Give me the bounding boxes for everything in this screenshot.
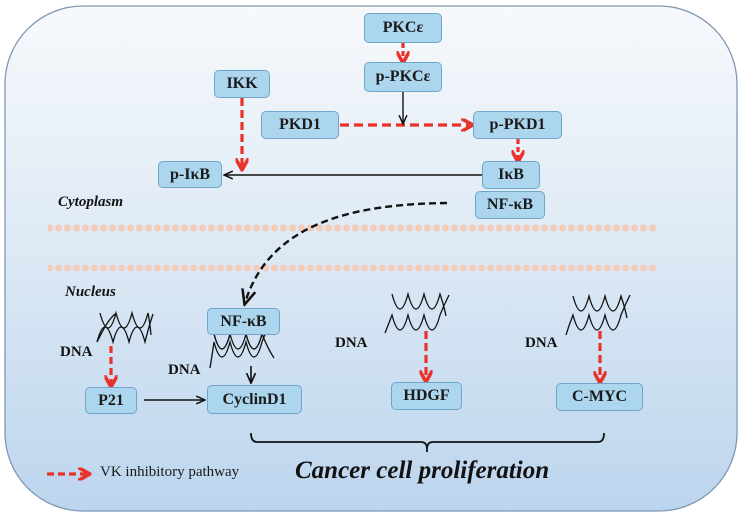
membrane-line-top: [48, 224, 656, 232]
region-label-cytoplasm: Cytoplasm: [58, 194, 124, 210]
outcome-bracket: [250, 432, 605, 452]
node-ikk: IKK: [214, 70, 270, 98]
node-p-pkd1: p-PKD1: [473, 111, 562, 139]
node-cyclind1: CyclinD1: [207, 385, 302, 414]
node-cmyc: C-MYC: [556, 383, 643, 411]
dna-helix-p21: [96, 310, 154, 345]
node-p-ikb: p-IκB: [158, 161, 222, 188]
node-p-pkce: p-PKCε: [364, 62, 442, 92]
dna-label-cyclind1: DNA: [168, 362, 201, 378]
region-label-nucleus: Nucleus: [65, 284, 116, 300]
node-pkd1: PKD1: [261, 111, 339, 139]
dna-label-p21: DNA: [60, 344, 93, 360]
outcome-label: Cancer cell proliferation: [295, 457, 550, 484]
dna-label-hdgf: DNA: [335, 335, 368, 351]
node-p21: P21: [85, 387, 137, 414]
dna-helix-hdgf: [384, 291, 450, 334]
node-nfkb-nucleus: NF-κB: [207, 308, 280, 335]
arrow-nfkb-translocation: [245, 201, 448, 303]
node-hdgf: HDGF: [391, 382, 462, 410]
dna-label-cmyc: DNA: [525, 335, 558, 351]
legend-label: VK inhibitory pathway: [100, 464, 240, 480]
node-ikb: IκB: [482, 161, 540, 189]
node-pkce: PKCε: [364, 13, 442, 43]
membrane-line-bottom: [48, 265, 656, 273]
node-nfkb-cytoplasm: NF-κB: [475, 191, 545, 219]
dna-helix-cmyc: [565, 293, 631, 336]
